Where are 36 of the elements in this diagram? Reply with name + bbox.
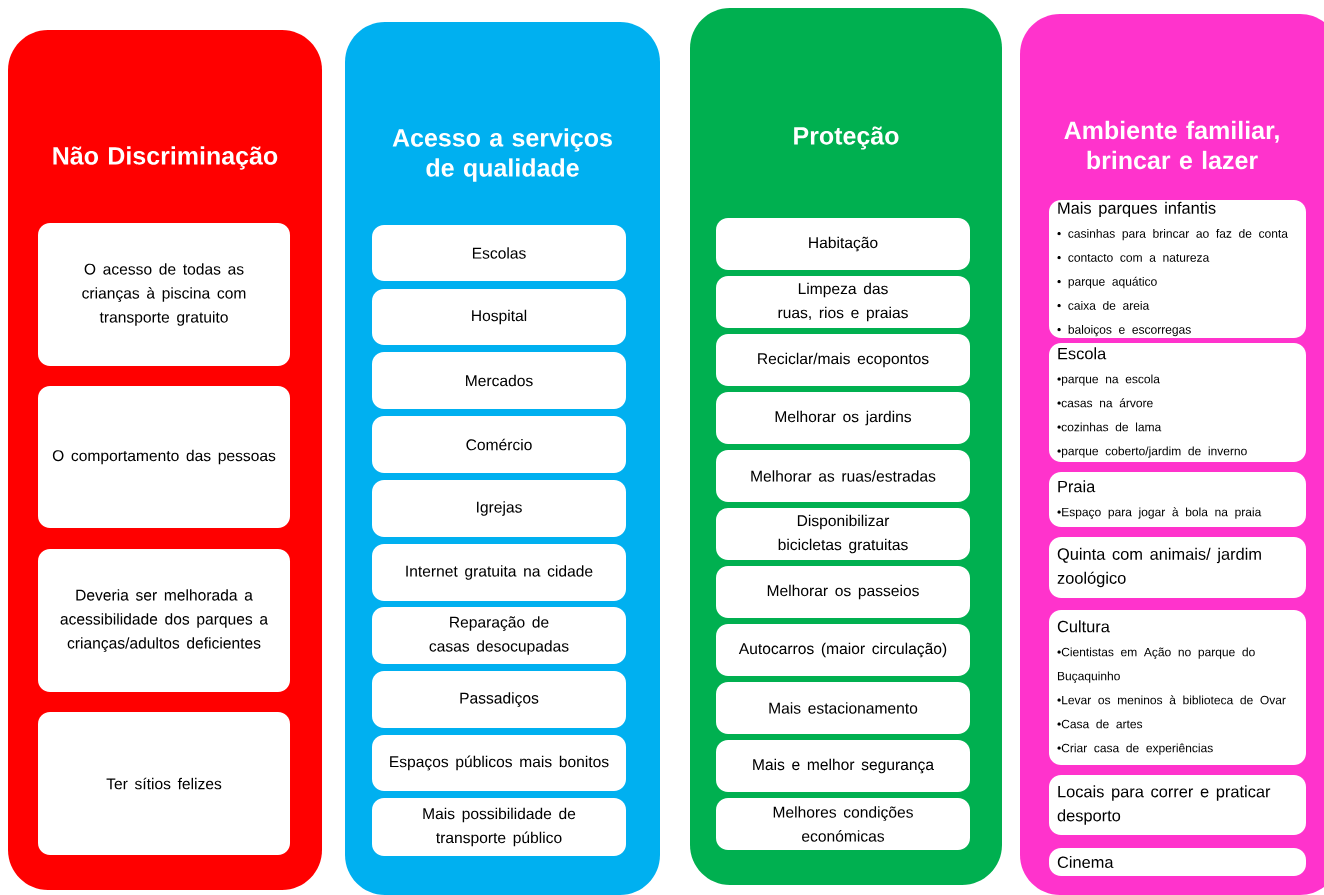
item-box: Disponibilizar bicicletas gratuitas	[716, 508, 970, 560]
item-box: Melhorar os passeios	[716, 566, 970, 618]
item-box: Mais estacionamento	[716, 682, 970, 734]
column-heading: Não Discriminação	[53, 146, 278, 170]
item-box: Ter sítios felizes	[38, 712, 290, 855]
item-box: O comportamento das pessoas	[38, 386, 290, 528]
column-heading: Proteção	[794, 126, 899, 150]
column-heading: Acesso a serviços de qualidade	[392, 128, 612, 182]
item-box: Melhores condições económicas	[716, 798, 970, 850]
item-box: Reparação de casas desocupadas	[372, 607, 626, 664]
item-card: Mais parques infantis • casinhas para brincar ao faz de conta • contacto com a natureza • parque aquático • caixa de areia • baloiços e escorregas	[1049, 200, 1306, 338]
item-box: Habitação	[716, 218, 970, 270]
item-card: Praia •Espaço para jogar à bola na praia	[1049, 472, 1306, 527]
item-card: Escola •parque na escola •casas na árvore •cozinhas de lama •parque coberto/jardim de inverno	[1049, 343, 1306, 462]
item-box: Hospital	[372, 289, 626, 345]
item-card: Cultura •Cientistas em Ação no parque do Buçaquinho •Levar os meninos à biblioteca de Ovar •Casa de artes •Criar casa de experiências	[1049, 610, 1306, 765]
item-box: O acesso de todas as crianças à piscina com transporte gratuito	[38, 223, 290, 366]
item-box: Reciclar/mais ecopontos	[716, 334, 970, 386]
item-box: Comércio	[372, 416, 626, 473]
item-box: Igrejas	[372, 480, 626, 537]
item-card: Locais para correr e praticar desporto	[1049, 775, 1306, 835]
item-box: Melhorar os jardins	[716, 392, 970, 444]
item-box: Passadiços	[372, 671, 626, 728]
item-box: Deveria ser melhorada a acessibilidade dos parques a crianças/adultos deficientes	[38, 549, 290, 692]
item-box: Espaços públicos mais bonitos	[372, 735, 626, 791]
item-box: Mercados	[372, 352, 626, 409]
item-box: Mais e melhor segurança	[716, 740, 970, 792]
item-box: Internet gratuita na cidade	[372, 544, 626, 601]
item-box: Escolas	[372, 225, 626, 281]
item-box: Mais possibilidade de transporte público	[372, 798, 626, 856]
item-card: Quinta com animais/ jardim zoológico	[1049, 537, 1306, 598]
item-box: Limpeza das ruas, rios e praias	[716, 276, 970, 328]
item-box: Autocarros (maior circulação)	[716, 624, 970, 676]
item-box: Melhorar as ruas/estradas	[716, 450, 970, 502]
column-heading: Ambiente familiar, brincar e lazer	[1064, 120, 1279, 170]
item-card: Cinema	[1049, 848, 1306, 876]
